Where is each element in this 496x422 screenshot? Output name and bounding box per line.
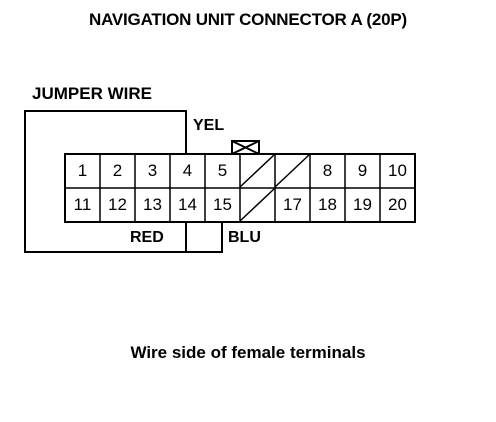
diagram-title: NAVIGATION UNIT CONNECTOR A (20P) — [89, 10, 407, 29]
terminal-15: 15 — [213, 195, 232, 214]
empty-terminal-6 — [239, 154, 275, 188]
terminal-12: 12 — [108, 195, 127, 214]
terminal-17: 17 — [283, 195, 302, 214]
terminal-18: 18 — [318, 195, 337, 214]
terminal-tab — [185, 221, 223, 253]
wire-label-red: RED — [130, 229, 164, 246]
wire-label-blu: BLU — [228, 229, 261, 246]
terminal-2: 2 — [112, 161, 123, 180]
terminal-14: 14 — [178, 195, 197, 214]
terminal-9: 9 — [357, 161, 368, 180]
terminal-10: 10 — [388, 161, 407, 180]
empty-terminal-16 — [239, 188, 275, 222]
terminal-19: 19 — [353, 195, 372, 214]
empty-terminal-7 — [274, 154, 310, 188]
wire-label-yel: YEL — [193, 117, 225, 134]
terminal-5: 5 — [217, 161, 228, 180]
terminal-20: 20 — [388, 195, 407, 214]
terminal-8: 8 — [322, 161, 333, 180]
diagram-caption: Wire side of female terminals — [130, 343, 366, 362]
terminal-11: 11 — [73, 195, 92, 214]
terminal-13: 13 — [143, 195, 162, 214]
terminal-4: 4 — [182, 161, 193, 180]
terminal-3: 3 — [147, 161, 158, 180]
jumper-wire-label: JUMPER WIRE — [32, 84, 152, 103]
terminal-1: 1 — [77, 161, 88, 180]
